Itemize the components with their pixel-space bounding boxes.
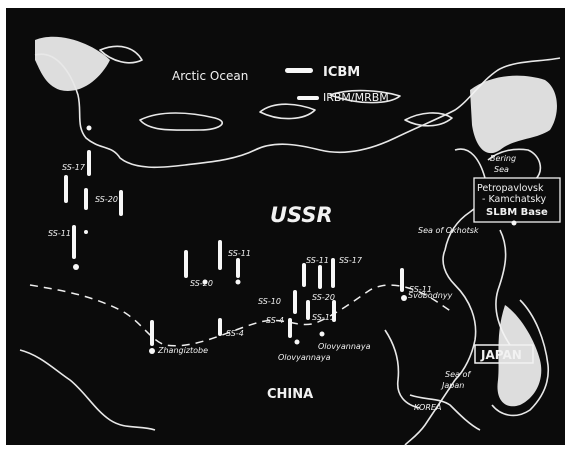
site-dot (401, 295, 407, 301)
irbm-marker (150, 320, 154, 346)
icbm-marker (288, 318, 292, 338)
icbm-marker (318, 265, 322, 289)
olovyannaya-label-2: Olovyannaya (318, 342, 371, 351)
icbm-marker (64, 175, 68, 203)
bering-sea-label-2: Sea (494, 165, 509, 174)
sea-of-okhotsk-label: Sea of Okhotsk (418, 226, 479, 235)
icbm-marker (400, 268, 404, 292)
korea-label: KOREA (414, 403, 441, 412)
missile-label: SS-4 (226, 329, 244, 338)
svobodnyy-label: Svobodnyy (408, 291, 453, 300)
missile-label: SS-20 (312, 293, 335, 302)
missile-label: SS-20 (190, 279, 213, 288)
missile-label: SS-11 (228, 249, 251, 258)
missile-label: SS-11 (409, 285, 432, 294)
petropavlovsk-label: Petropavlovsk (477, 183, 544, 194)
icbm-marker (84, 188, 88, 210)
ussr-china-border (29, 284, 453, 347)
site-dot (202, 279, 208, 285)
missile-label: SS-17 (62, 163, 86, 172)
slbm-base-dot (511, 220, 517, 226)
china-label: CHINA (267, 387, 313, 402)
ussr-label: USSR (270, 203, 333, 227)
japan-label-box: JAPAN (474, 344, 534, 364)
site-dot (86, 125, 92, 131)
icbm-marker (306, 300, 310, 320)
arctic-ocean-label: Arctic Ocean (172, 69, 248, 83)
site-dot (149, 348, 155, 354)
site-dot (294, 339, 300, 345)
missile-label: SS-20 (95, 195, 118, 204)
missile-label: SS-11 (48, 229, 71, 238)
site-dot (235, 279, 241, 285)
zhangiztobe-label: Zhangiztobe (157, 346, 208, 355)
icbm-marker (236, 258, 240, 278)
map-background (6, 8, 565, 445)
missile-label: SS-4 (266, 316, 284, 325)
icbm-marker (184, 250, 188, 278)
kamchatsky-label: - Kamchatsky (482, 194, 546, 205)
sea-of-japan-label-1: Sea of (445, 370, 471, 379)
olovyannaya-label-1: Olovyannaya (278, 353, 331, 362)
icbm-marker (331, 258, 335, 288)
arctic-coast (34, 36, 561, 169)
missile-label: SS-11 (312, 313, 335, 322)
icbm-marker (302, 263, 306, 287)
icbm-marker (332, 300, 336, 322)
missile-label: SS-11 (306, 256, 329, 265)
japan-label: JAPAN (480, 348, 522, 362)
icbm-marker (119, 190, 123, 216)
sea-of-japan-label-2: Japan (440, 381, 464, 390)
missile-label: SS-17 (339, 256, 363, 265)
bering-sea-label-1: Bering (490, 154, 516, 163)
southern-coast (19, 329, 456, 446)
site-dot (73, 264, 79, 270)
irbm-legend-marker (297, 96, 319, 100)
site-dot (84, 230, 88, 234)
missile-sites (64, 125, 407, 354)
site-dot (319, 331, 325, 337)
slbm-base-box: Petropavlovsk - Kamchatsky SLBM Base (473, 177, 561, 226)
legend: ICBM IRBM/MRBM (285, 65, 389, 104)
icbm-legend-label: ICBM (323, 65, 360, 80)
icbm-legend-marker (285, 68, 313, 73)
far-east-coast (409, 75, 557, 431)
icbm-marker (72, 225, 76, 259)
missile-label: SS-10 (258, 297, 281, 306)
icbm-marker (87, 150, 91, 176)
slbm-base-label: SLBM Base (486, 207, 548, 218)
icbm-marker (293, 290, 297, 314)
irbm-legend-label: IRBM/MRBM (323, 91, 389, 104)
irbm-marker (218, 318, 222, 336)
icbm-marker (218, 240, 222, 270)
